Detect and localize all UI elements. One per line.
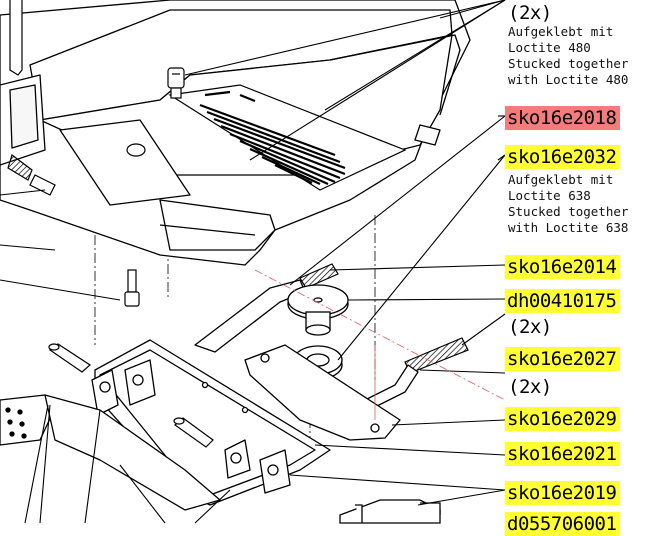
housing-screws [7, 0, 185, 196]
leader-lines [0, 0, 506, 524]
note-line: with Loctite 480 [508, 72, 629, 87]
part-number-sko16e2021: sko16e2021 [505, 442, 621, 466]
part-number-d055706001: d055706001 [505, 512, 621, 536]
slider-bracket [0, 394, 221, 511]
part-number-sko16e2014: sko16e2014 [505, 255, 621, 279]
note-line: Stucked together [508, 204, 629, 219]
part-number-sko16e2027: sko16e2027 [505, 347, 621, 371]
part-number-sko16e2019: sko16e2019 [505, 481, 621, 505]
flat-plate [244, 344, 401, 441]
drawing-canvas: { "labels": [ {"id":"q1","type":"qty","t… [0, 0, 629, 536]
note-line: Stucked together [508, 56, 629, 71]
warning-label-plate [168, 84, 407, 191]
note-line: Loctite 638 [508, 188, 591, 203]
section-line [254, 269, 506, 401]
bottom-part [339, 499, 441, 524]
note-line: Aufgeklebt mit [508, 172, 614, 187]
push-button [287, 284, 349, 336]
base-frame [91, 339, 331, 506]
part-number-sko16e2018: sko16e2018 [505, 106, 621, 130]
dowel-pins [48, 343, 214, 448]
exploded-assembly-drawing [0, 0, 506, 524]
quantity-label: (2x) [508, 316, 552, 338]
quantity-label: (2x) [508, 2, 552, 24]
part-number-sko16e2029: sko16e2029 [505, 407, 621, 431]
note-line: Loctite 480 [508, 40, 591, 55]
part-number-dh00410175: dh00410175 [505, 289, 621, 313]
quantity-label: (2x) [508, 376, 552, 398]
note-line: with Loctite 638 [508, 220, 629, 235]
cap-screw [124, 269, 140, 307]
part-number-sko16e2032: sko16e2032 [505, 145, 621, 169]
note-line: Aufgeklebt mit [508, 24, 614, 39]
